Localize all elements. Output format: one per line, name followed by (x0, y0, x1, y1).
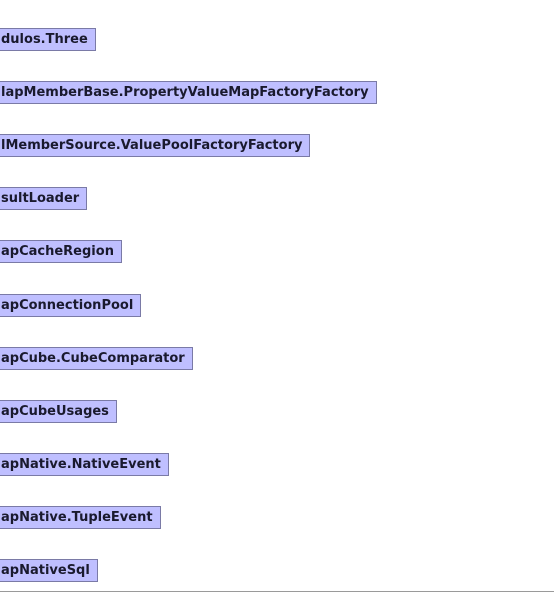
class-node[interactable]: apCube.CubeComparator (0, 347, 193, 370)
class-node[interactable]: lMemberSource.ValuePoolFactoryFactory (0, 134, 311, 157)
class-node[interactable]: sultLoader (0, 187, 88, 210)
bottom-divider (0, 591, 554, 592)
class-node[interactable]: lapMemberBase.PropertyValueMapFactoryFac… (0, 81, 377, 104)
class-node[interactable]: dulos.Three (0, 28, 96, 51)
class-node[interactable]: apNative.NativeEvent (0, 453, 169, 476)
class-node[interactable]: apCubeUsages (0, 400, 117, 423)
class-node[interactable]: apNative.TupleEvent (0, 506, 161, 529)
class-node[interactable]: apNativeSql (0, 559, 98, 582)
class-node[interactable]: apConnectionPool (0, 294, 142, 317)
class-node[interactable]: apCacheRegion (0, 240, 122, 263)
